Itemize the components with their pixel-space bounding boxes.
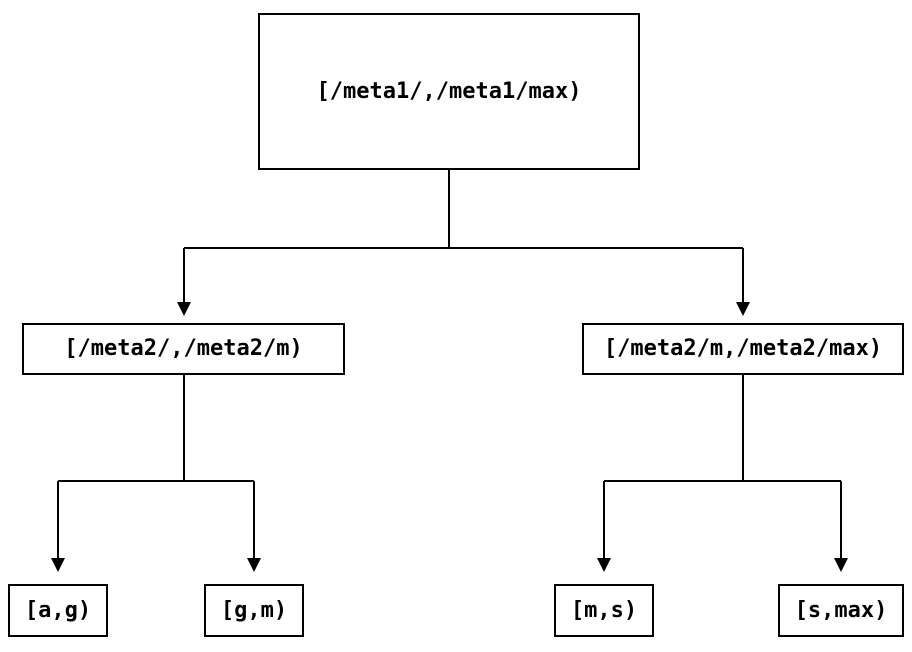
arrowhead-down-icon bbox=[247, 558, 261, 572]
node-leaf-ag-label: [a,g) bbox=[24, 597, 92, 623]
node-meta2-high-label: [/meta2/m,/meta2/max) bbox=[603, 336, 883, 361]
connector-meta2-high-to-leaves bbox=[597, 375, 848, 572]
arrowhead-down-icon bbox=[736, 302, 750, 316]
arrowhead-down-icon bbox=[597, 558, 611, 572]
node-meta2-low-label: [/meta2/,/meta2/m) bbox=[64, 336, 303, 361]
node-meta2-high: [/meta2/m,/meta2/max) bbox=[582, 323, 904, 375]
arrowhead-down-icon bbox=[834, 558, 848, 572]
node-root-label: [/meta1/,/meta1/max) bbox=[316, 78, 582, 104]
node-leaf-gm-label: [g,m) bbox=[220, 597, 288, 623]
arrowhead-down-icon bbox=[177, 302, 191, 316]
node-leaf-ag: [a,g) bbox=[8, 584, 108, 637]
connector-root-to-children bbox=[177, 170, 750, 316]
connector-meta2-low-to-leaves bbox=[51, 375, 261, 572]
node-leaf-smax-label: [s,max) bbox=[794, 597, 888, 623]
node-leaf-ms-label: [m,s) bbox=[570, 597, 638, 623]
arrowhead-down-icon bbox=[51, 558, 65, 572]
node-root: [/meta1/,/meta1/max) bbox=[258, 13, 640, 170]
node-leaf-ms: [m,s) bbox=[554, 584, 654, 637]
node-leaf-gm: [g,m) bbox=[204, 584, 304, 637]
node-leaf-smax: [s,max) bbox=[778, 584, 904, 637]
node-meta2-low: [/meta2/,/meta2/m) bbox=[22, 323, 345, 375]
